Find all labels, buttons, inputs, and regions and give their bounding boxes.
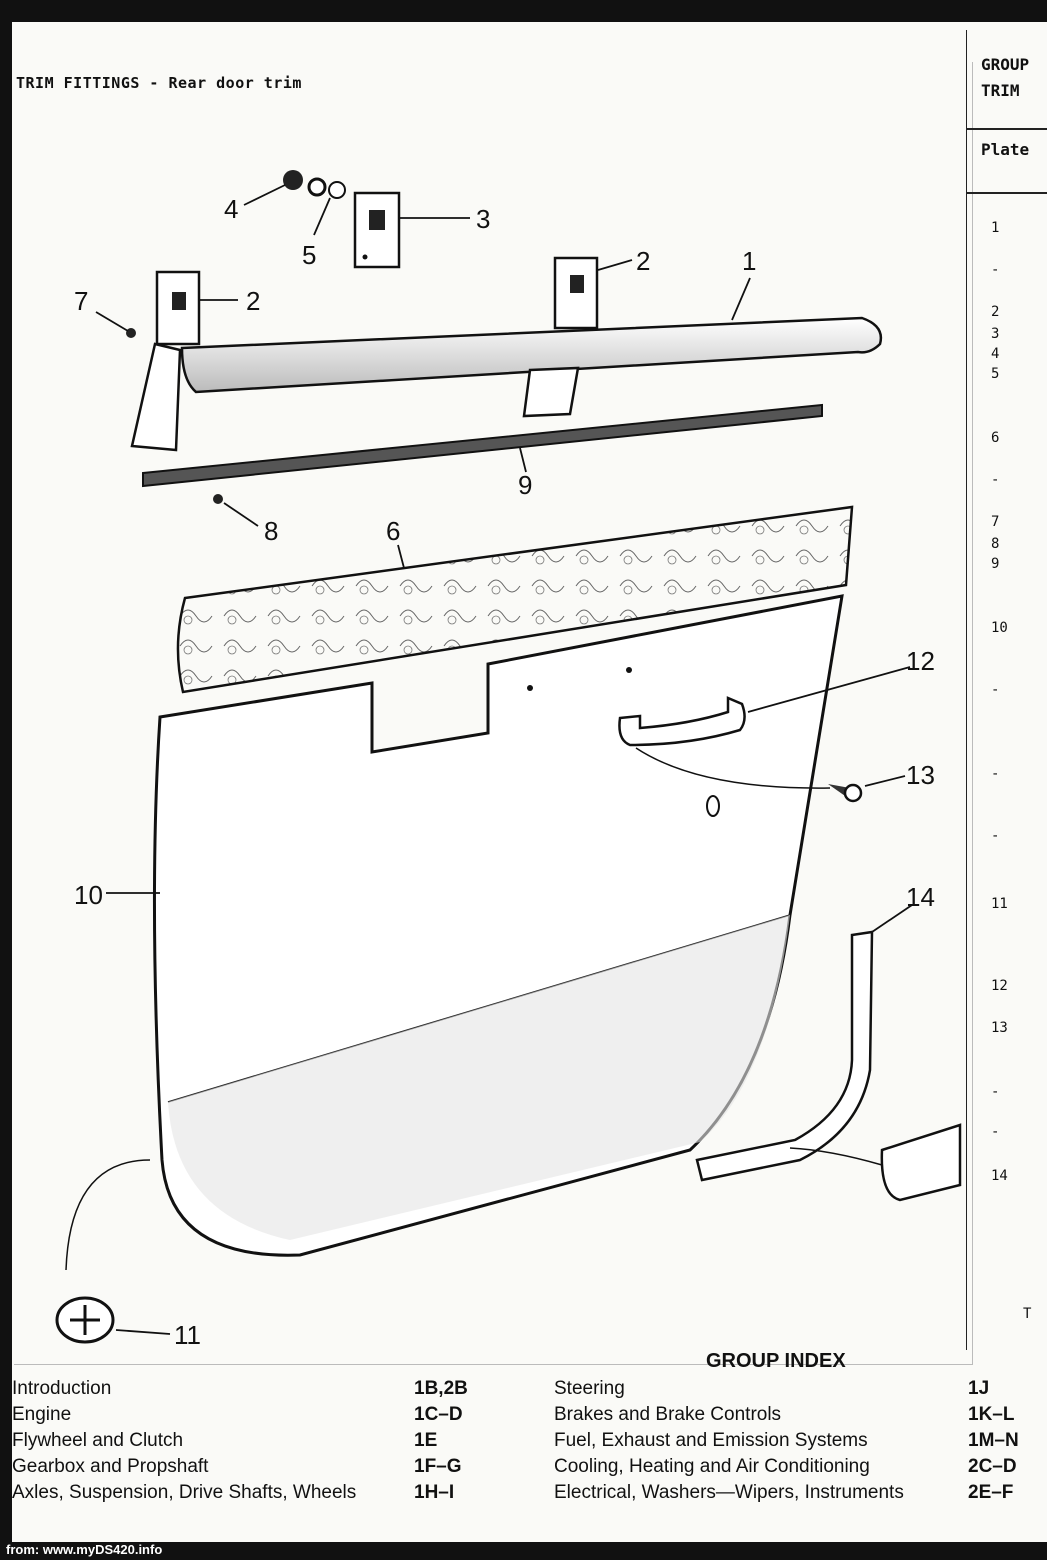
plate-item-number: 5 [991, 366, 1000, 382]
group-header: GROUP TRIM [981, 55, 1030, 100]
pull-handle-part-12 [618, 696, 863, 817]
plate-item-number: 13 [991, 1020, 1008, 1036]
callout-13: 13 [906, 760, 935, 790]
group-index-label: Steering [554, 1378, 625, 1399]
bracket-part-3 [353, 191, 401, 269]
divider [967, 192, 1047, 194]
plate-item-number: 11 [991, 896, 1008, 912]
source-footer: from: www.myDS420.info [6, 1542, 163, 1557]
callout-11: 11 [174, 1320, 201, 1350]
plate-item-number: 8 [991, 536, 1000, 552]
plate-label: Plate [981, 140, 1030, 159]
plate-item-number: - [991, 1084, 1000, 1100]
plate-item-number: 12 [991, 978, 1008, 994]
capping-rail-part-1 [126, 316, 883, 452]
illustration-plate [14, 62, 973, 1365]
callout-3: 3 [476, 204, 490, 234]
plate-item-number: - [991, 262, 1000, 278]
group-index-label: Fuel, Exhaust and Emission Systems [554, 1430, 868, 1451]
group-index-code: 1F–G [414, 1456, 462, 1477]
group-index-code: 2C–D [968, 1456, 1017, 1477]
group-index-label: Introduction [12, 1378, 112, 1399]
plate-item-number: - [991, 682, 1000, 698]
group-index-title: GROUP INDEX [706, 1350, 846, 1372]
group-index-code: 1E [414, 1430, 438, 1451]
group-index-label: Brakes and Brake Controls [554, 1404, 782, 1425]
group-index-label: Engine [12, 1404, 72, 1425]
callout-12: 12 [906, 646, 935, 676]
group-index-code: 1C–D [414, 1404, 463, 1425]
group-index-code: 1H–I [414, 1482, 455, 1503]
plate-item-number: 3 [991, 326, 1000, 342]
plate-item-number: 1 [991, 220, 1000, 236]
divider [967, 128, 1047, 130]
plate-item-number: 6 [991, 430, 1000, 446]
plate-item-number: - [991, 1124, 1000, 1140]
callout-5: 5 [302, 240, 316, 270]
seal-part-14 [695, 930, 962, 1202]
group-index-label: Electrical, Washers—Wipers, Instruments [554, 1482, 904, 1503]
callout-9: 9 [518, 470, 532, 500]
callout-7: 7 [74, 286, 88, 316]
strip-part-9 [142, 403, 823, 504]
group-index-code: 1K–L [968, 1404, 1015, 1425]
tail-mark: T [1023, 1306, 1032, 1322]
group-index-label: Cooling, Heating and Air Conditioning [554, 1456, 870, 1477]
veneer-fillet-part-6 [176, 505, 854, 694]
callout-1: 1 [742, 246, 756, 276]
group-index-code: 1B,2B [414, 1378, 468, 1399]
group-index-code: 1J [968, 1378, 990, 1399]
callout-14: 14 [906, 882, 935, 912]
plate-item-number: - [991, 828, 1000, 844]
callout-2b: 2 [636, 246, 650, 276]
plate-item-number: 14 [991, 1168, 1008, 1184]
group-index-label: Axles, Suspension, Drive Shafts, Wheels [12, 1482, 357, 1503]
callout-8: 8 [264, 516, 278, 546]
plate-item-number: 2 [991, 304, 1000, 320]
callout-2: 2 [246, 286, 260, 316]
group-index-label: Gearbox and Propshaft [12, 1456, 209, 1477]
bracket-part-2 [155, 256, 599, 346]
clip-part-11 [55, 1159, 151, 1344]
plate-item-number: 10 [991, 620, 1008, 636]
door-trim-panel-part-10 [152, 594, 844, 1257]
callout-labels: 1 2 2 3 4 5 6 7 8 9 10 11 12 13 14 [74, 194, 935, 1350]
plate-item-number: 4 [991, 346, 1000, 362]
callout-4: 4 [224, 194, 238, 224]
page-title: TRIM FITTINGS - Rear door trim [16, 74, 302, 92]
callout-6: 6 [386, 516, 400, 546]
plate-item-number: - [991, 766, 1000, 782]
group-index-label: Flywheel and Clutch [12, 1430, 184, 1451]
adjacent-parts-list: GROUP TRIM Plate 1 - 2 3 4 5 6 - 7 8 9 10 - - - 11 12 13 -… [966, 30, 1047, 1350]
callout-10: 10 [74, 880, 103, 910]
plate-item-number: 7 [991, 514, 1000, 530]
group-index-code: 2E–F [968, 1482, 1014, 1503]
cap-and-washer-parts [283, 170, 346, 199]
plate-item-number: 9 [991, 556, 1000, 572]
leader-lines [95, 184, 913, 1335]
plate-item-number: - [991, 472, 1000, 488]
group-index-code: 1M–N [968, 1430, 1019, 1451]
